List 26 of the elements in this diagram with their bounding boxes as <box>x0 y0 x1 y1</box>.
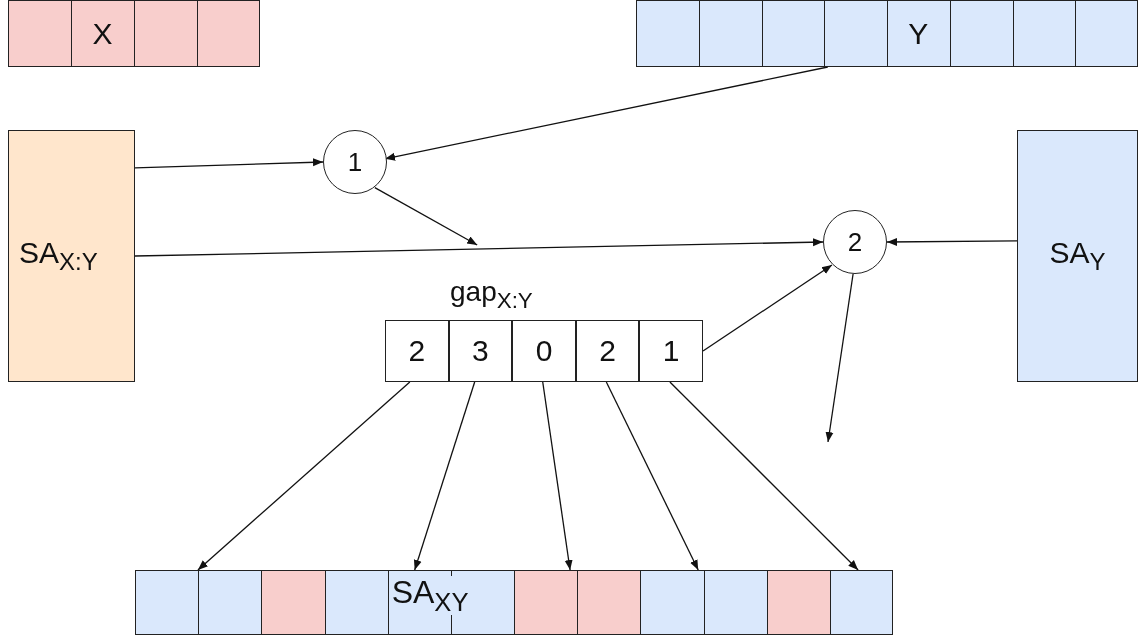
array-strip <box>8 0 260 67</box>
circle-node: 2 <box>823 210 887 274</box>
array-cell: 2 <box>575 320 640 382</box>
array-strip <box>135 570 893 635</box>
arrow <box>605 381 699 571</box>
array-cell: 3 <box>448 320 513 382</box>
arrow <box>886 237 1018 246</box>
array-strip <box>636 0 1138 67</box>
arrow <box>413 381 476 571</box>
array-cell: 2 <box>385 320 449 382</box>
arrow <box>197 381 411 571</box>
array-label: X <box>91 18 114 49</box>
block: SA$_{X:Y}$ <box>8 130 135 382</box>
array-label: gap$_{X:Y}$ <box>450 278 533 313</box>
arrow <box>542 381 573 571</box>
array-label: Y <box>907 18 930 49</box>
arrow <box>134 158 324 169</box>
arrow <box>825 273 854 443</box>
arrow <box>374 186 478 246</box>
arrow <box>669 381 859 571</box>
array-cell: 0 <box>512 320 576 382</box>
array-cell: 1 <box>639 320 703 382</box>
block: SA$_{Y}$ <box>1017 130 1138 382</box>
arrow <box>134 238 824 257</box>
circle-node: 1 <box>323 130 387 194</box>
arrow <box>702 264 833 352</box>
